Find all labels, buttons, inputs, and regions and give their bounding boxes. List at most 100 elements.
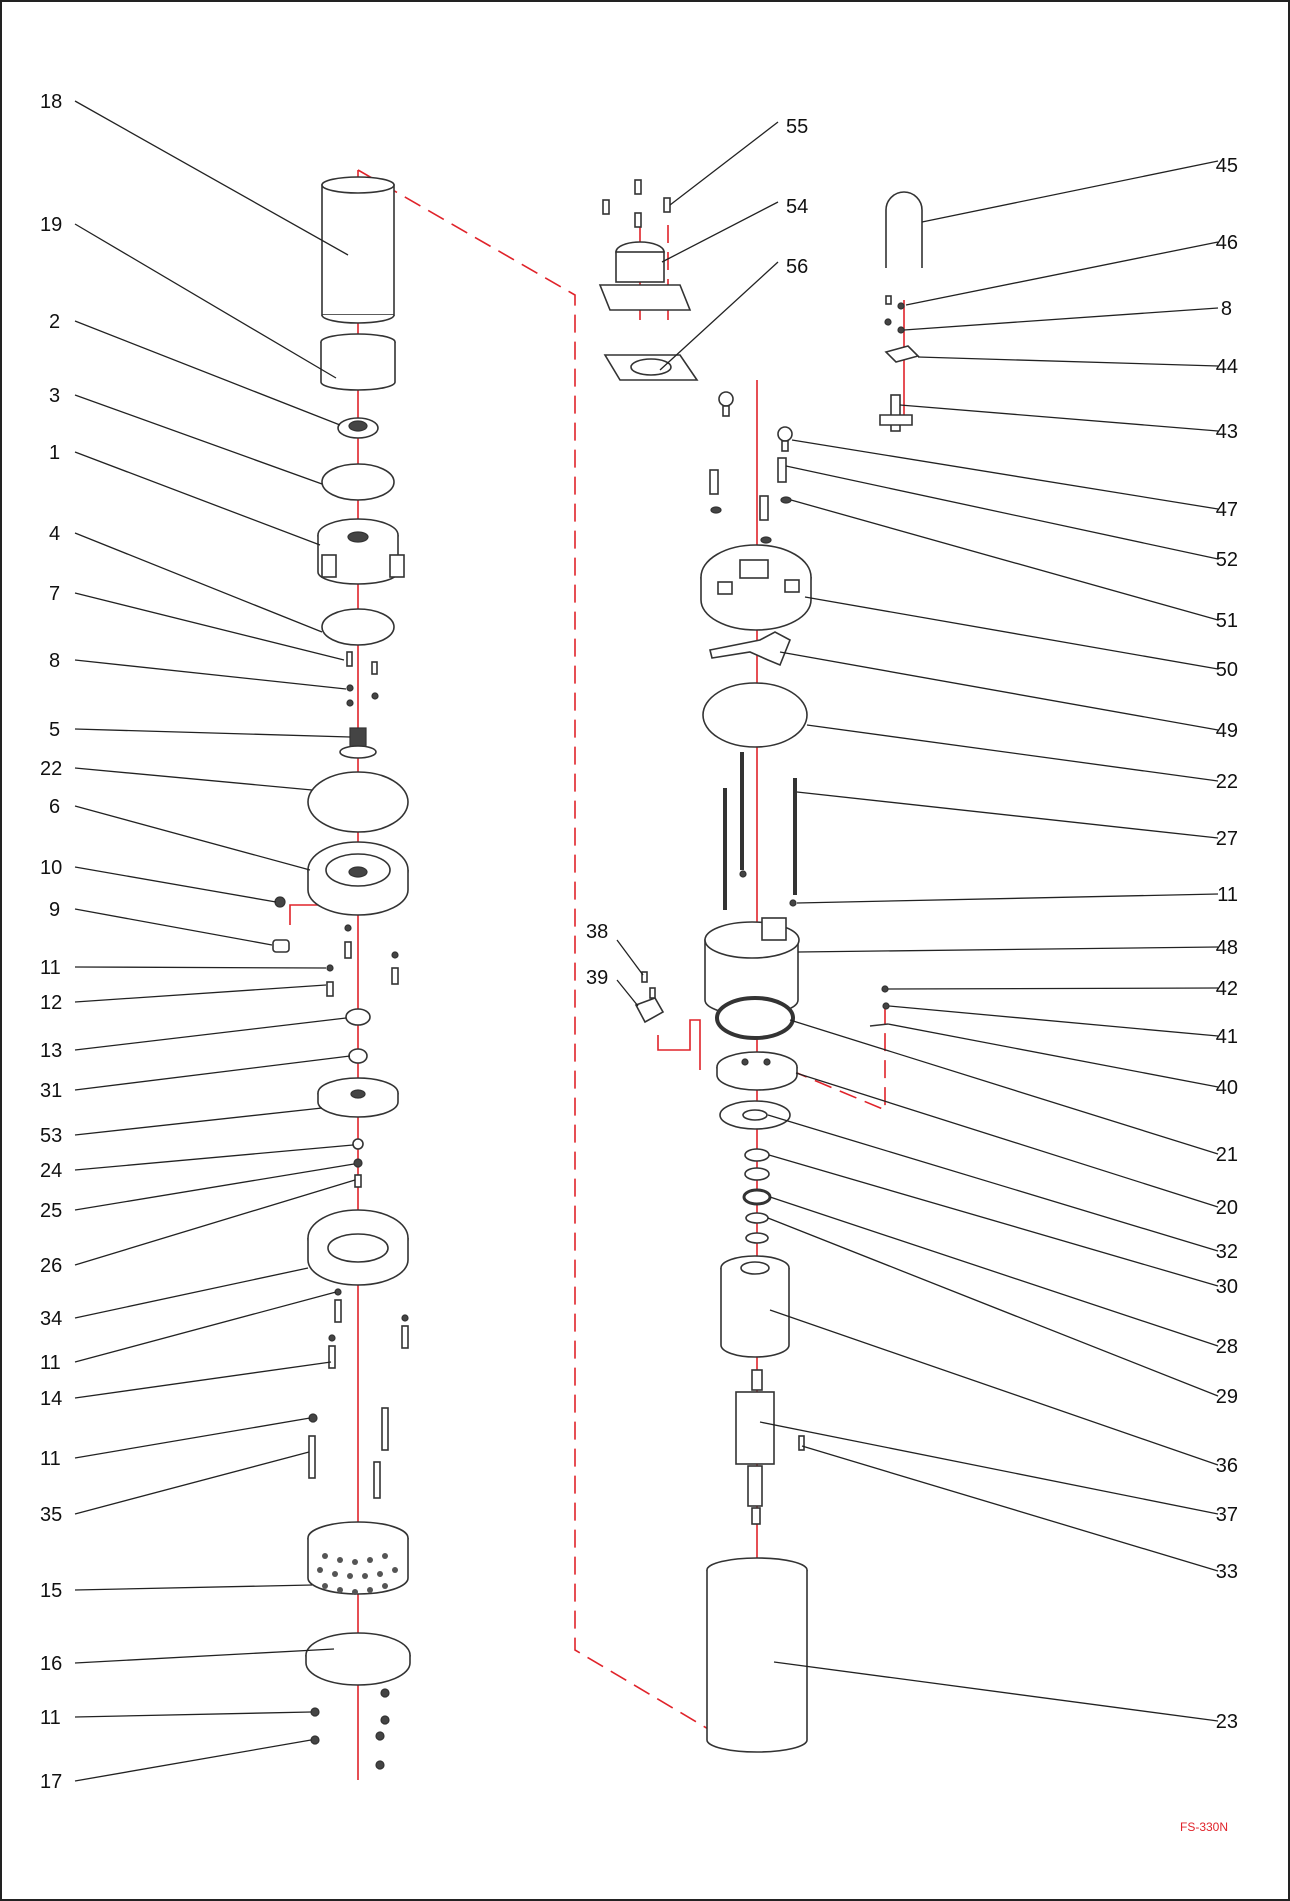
- part-screw-38: [641, 971, 656, 999]
- part-clamp-44: [884, 345, 920, 363]
- part-pump-cover: [307, 841, 409, 916]
- callout-25: 25: [40, 1200, 62, 1222]
- housing-link-dashline: [357, 169, 711, 1731]
- callout-38: 38: [586, 921, 608, 943]
- callout-9: 9: [49, 899, 60, 921]
- callout-11-right: 11: [1217, 884, 1238, 906]
- part-ring-19: [320, 333, 396, 391]
- callout-20: 20: [1216, 1197, 1238, 1219]
- callout-39: 39: [586, 967, 608, 989]
- callout-11-c: 11: [40, 1448, 61, 1470]
- callout-40: 40: [1216, 1077, 1238, 1099]
- part-bottom-plate: [305, 1632, 411, 1686]
- capacitor-axis: [657, 1019, 701, 1070]
- part-o-ring-22-right: [702, 682, 808, 748]
- callout-30: 30: [1216, 1276, 1238, 1298]
- callout-15: 15: [40, 1580, 62, 1602]
- part-washers-30: [744, 1148, 770, 1181]
- part-terminal-plate-20: [716, 1051, 798, 1091]
- part-screw-26: [354, 1174, 362, 1188]
- model-code: FS-330N: [1180, 1820, 1228, 1834]
- callout-46: 46: [1216, 232, 1238, 254]
- callout-18: 18: [40, 91, 62, 113]
- part-41: [882, 1002, 890, 1010]
- part-screws-46: [884, 295, 905, 334]
- callout-55: 55: [786, 116, 808, 138]
- callout-4: 4: [49, 523, 60, 545]
- part-nuts-17: [310, 1688, 390, 1770]
- part-rotor-37: [735, 1369, 775, 1525]
- callout-33: 33: [1216, 1561, 1238, 1583]
- callout-17: 17: [40, 1771, 62, 1793]
- callout-49: 49: [1216, 720, 1238, 742]
- part-o-ring-4: [321, 608, 395, 646]
- part-cable-45: [885, 191, 923, 268]
- callout-10: 10: [40, 857, 62, 879]
- part-disc-32: [719, 1100, 791, 1130]
- part-o-ring-21: [715, 996, 795, 1040]
- part-upper-bracket: [317, 518, 405, 585]
- part-connector-43: [879, 394, 913, 432]
- callout-52: 52: [1216, 549, 1238, 571]
- callout-34: 34: [40, 1308, 62, 1330]
- callout-28: 28: [1216, 1336, 1238, 1358]
- part-housing-48: [704, 917, 800, 1016]
- callout-22-left: 22: [40, 758, 62, 780]
- callout-2: 2: [49, 311, 60, 333]
- part-eye-bolts-47: [718, 391, 793, 452]
- part-o-ring-3: [321, 463, 395, 501]
- callout-21: 21: [1216, 1144, 1238, 1166]
- part-mechanical-seal: [339, 727, 377, 759]
- callout-26: 26: [40, 1255, 62, 1277]
- part-seal-ring-13: [345, 1008, 371, 1026]
- callout-12: 12: [40, 992, 62, 1014]
- callout-14: 14: [40, 1388, 62, 1410]
- part-cable-gland-54: [598, 241, 692, 311]
- callout-50: 50: [1216, 659, 1238, 681]
- part-screws-12: [326, 924, 399, 997]
- callout-6: 6: [49, 796, 60, 818]
- part-tie-rods-27: [723, 752, 797, 910]
- callout-45: 45: [1216, 155, 1238, 177]
- callout-13: 13: [40, 1040, 62, 1062]
- callout-32: 32: [1216, 1241, 1238, 1263]
- part-washer-24: [352, 1138, 364, 1150]
- callout-1: 1: [49, 442, 60, 464]
- callout-labels-right: 45 46 8 44 43 47 52 51 50 49 22 27 11 48…: [1216, 155, 1238, 1733]
- part-impeller: [317, 1077, 399, 1118]
- callout-8-right: 8: [1221, 298, 1232, 320]
- part-bearing-2: [337, 417, 379, 439]
- callout-31: 31: [40, 1080, 62, 1102]
- callout-44: 44: [1216, 356, 1238, 378]
- part-key-33: [798, 1435, 805, 1451]
- part-plug-9: [272, 939, 290, 953]
- callout-29: 29: [1216, 1386, 1238, 1408]
- callout-27: 27: [1216, 828, 1238, 850]
- callout-16: 16: [40, 1653, 62, 1675]
- part-motor-casing-23: [706, 1557, 808, 1753]
- part-bolts-55: [602, 179, 671, 228]
- part-capacitor-39: [634, 997, 665, 1024]
- callout-54: 54: [786, 196, 808, 218]
- part-float-bracket-49: [709, 631, 792, 667]
- callout-19: 19: [40, 214, 62, 236]
- callout-5: 5: [49, 719, 60, 741]
- callout-labels-middle: 38 39: [586, 921, 608, 989]
- part-bolts-14: [328, 1288, 409, 1369]
- callout-11-a: 11: [40, 957, 61, 979]
- callout-53: 53: [40, 1125, 62, 1147]
- callout-22-right: 22: [1216, 771, 1238, 793]
- part-screws-7: [346, 651, 379, 707]
- part-40: [869, 1023, 889, 1027]
- callout-23: 23: [1216, 1711, 1238, 1733]
- part-gasket-56: [603, 354, 699, 381]
- callout-labels-top: 55 54 56: [786, 116, 808, 278]
- callout-7: 7: [49, 583, 60, 605]
- callout-43: 43: [1216, 421, 1238, 443]
- part-stator-36: [720, 1255, 790, 1358]
- callout-48: 48: [1216, 937, 1238, 959]
- part-nut-25: [353, 1158, 363, 1168]
- callout-8: 8: [49, 650, 60, 672]
